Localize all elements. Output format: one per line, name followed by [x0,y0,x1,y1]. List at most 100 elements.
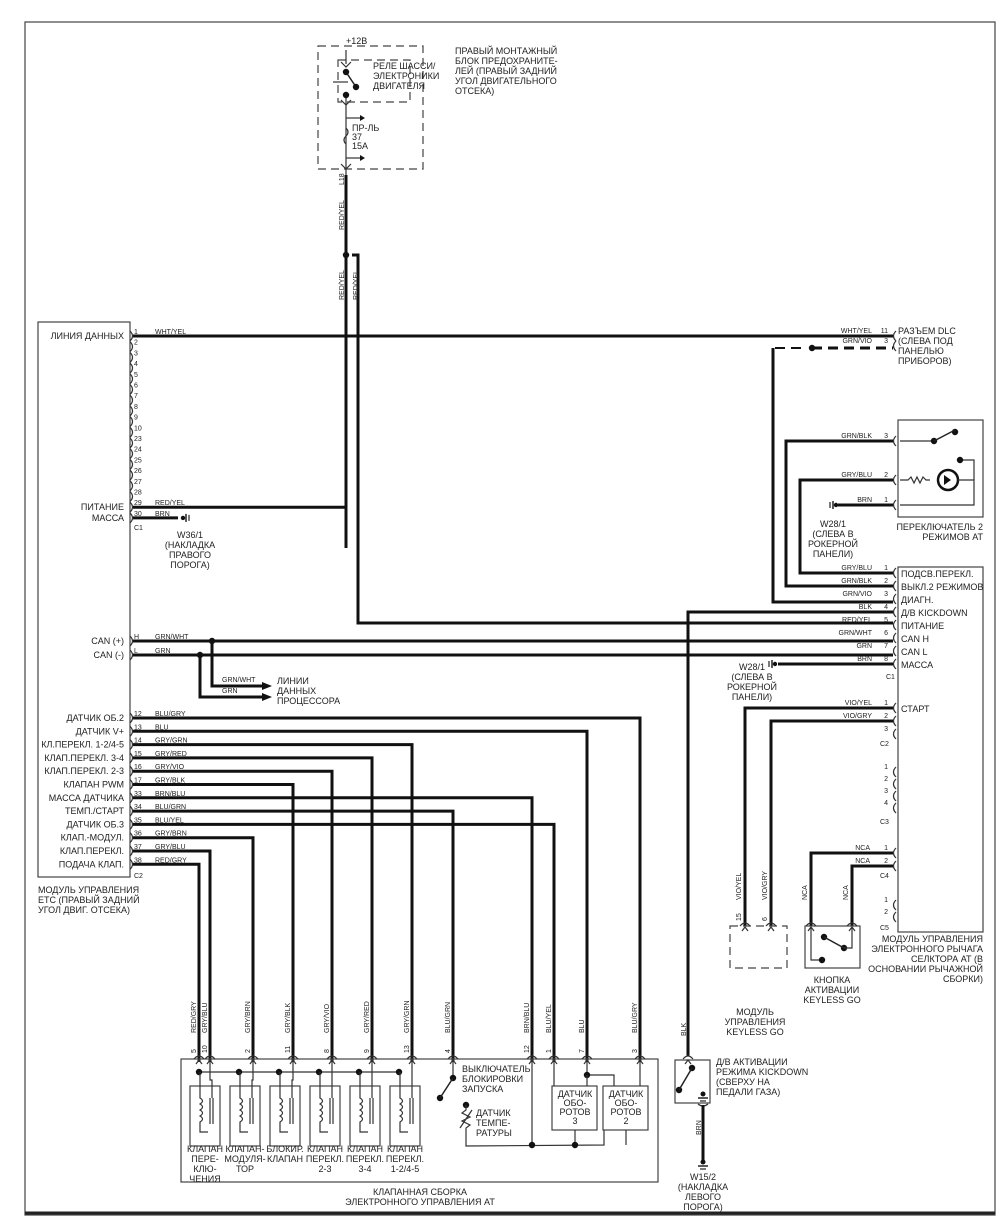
keyless-module-label: МОДУЛЬ [736,1007,774,1017]
ground-w36-label: ПРАВОГО [169,550,211,560]
etc-c2-pin-name: ТЕМП./СТАРТ [65,806,124,816]
dlc-pin-number: 3 [884,338,888,345]
valve-assembly-pin [328,1059,336,1065]
etc-c1-pin-number: 7 [134,393,138,400]
button-contact [818,956,826,964]
selector-c3-pin-number: 2 [884,776,888,783]
speed-sensor-3-label: ДАТЧИК [558,1089,593,1099]
kickdown-ground-icon [700,1091,706,1097]
kickdown-wire-color: BLK [681,1022,688,1036]
ground-w28-icon [833,502,839,508]
valve-label: ПЕРЕКЛ. [386,1154,424,1164]
keyless-button-pin [807,926,815,932]
keyless-button-switch-icon [823,936,845,949]
keyless-module-label: KEYLESS GO [726,1027,784,1037]
selector-c3-pin [892,766,897,778]
etc-can-pin [129,649,134,661]
fuse-block-label: ОТСЕКА) [455,86,494,96]
etc-c2-pin-number: 34 [134,804,142,811]
valve-assembly-pin [193,1055,205,1060]
etc-c1-pin [129,394,134,406]
valve-label: КЛАПАН [267,1154,303,1164]
kickdown-switch-label: (СВЕРХУ НА [716,1077,770,1087]
selector-c4-wire-color: NCA [855,845,870,852]
diag-wire [771,348,893,604]
valve-box [189,1085,221,1147]
ground-w36-label: (НАКЛАДКА [165,540,215,550]
speed-sensor-3-label: 3 [572,1116,577,1126]
start-switch-label: ВЫКЛЮЧАТЕЛЬ [462,1064,531,1074]
etc-c1-pin-name: ЛИНИЯ ДАННЫХ [51,331,124,341]
etc-c2-wire [133,769,334,1062]
valve-assembly-pin [366,1055,378,1060]
valve-label: ЧЕНИЯ [189,1174,220,1184]
keyless-pin-number: 15 [736,913,743,921]
grn-blk-wire [784,439,893,588]
fuse-block-label: ПРАВЫЙ МОНТАЖНЫЙ [455,45,557,56]
valve-label: КЛЮ- [193,1164,216,1174]
etc-c2-pin-number: 38 [134,857,142,864]
solenoid-coil-icon [358,1072,368,1133]
etc-c2-wire-color: GRY/VIO [155,764,185,771]
valve-assembly-label: КЛАПАННАЯ СБОРКА [373,1187,467,1197]
selector-c2-pin-number: 2 [884,713,888,720]
valve-bus-dot [195,1068,203,1076]
etc-c2-pin-number: 12 [134,711,142,718]
selector-c5-pin [892,899,897,911]
etc-c2-wire-color: GRY/BLK [155,778,186,785]
etc-c1-pin-number: 2 [134,340,138,347]
valve-pin-number: 13 [404,1045,411,1053]
mode-switch-pin-number: 3 [884,433,888,440]
etc-c1-pin-number: 3 [134,350,138,357]
valve-pin-number: 2 [245,1049,252,1053]
valve-pin-number: 11 [285,1046,292,1053]
selector-c1-pin-name: МАССА [901,660,933,670]
selector-c3-pin-number: 4 [884,800,888,807]
relay-label: ДВИГАТЕЛЯ [373,81,425,91]
valve-pin-number: 7 [579,1049,586,1053]
etc-c2-wire [133,716,642,1062]
processor-can-l-wire [198,655,262,699]
valve-assembly-pin [289,1059,297,1065]
etc-c1-label: C1 [134,525,143,532]
etc-c2-pin-name: КЛАПАН PWM [63,780,124,790]
valve-feed-line [209,1062,213,1098]
etc-can-pin-label: H [134,634,139,641]
valve-assembly-pin [368,1059,376,1065]
etc-c2-pin [129,832,134,844]
supply-label: +12В [346,36,367,46]
kickdown-switch-label: РЕЖИМА KICKDOWN [716,1067,808,1077]
selector-c2-pin [892,715,897,727]
ground-w28-label: (СЛЕВА В [812,529,853,539]
valve-bus-dot [235,1068,243,1076]
valve-assembly-pin [406,1055,418,1060]
fuse-icon [343,127,349,145]
start-switch-label: БЛОКИРОВКИ [462,1074,523,1084]
etc-c2-wire-color: GRY/BRN [155,831,187,838]
start-interlock-switch-icon [439,1077,454,1099]
valve-wire-color: GRY/BRN [245,1001,252,1033]
selector-c1-pin-number: 4 [884,604,888,611]
solenoid-coil-icon [238,1072,248,1133]
valve-label: ПЕРЕКЛ. [346,1154,384,1164]
vio-yel-wire [743,706,893,926]
valve-assembly-pin [634,1055,646,1060]
etc-c2-label: C2 [134,873,143,880]
selector-c4-pin-number: 2 [884,858,888,865]
keyless-pin-number: 6 [762,917,769,921]
fuse-out-pin: L18 [339,173,346,185]
etc-c2-pin-name: КЛАП.ПЕРЕКЛ. 3-4 [44,753,124,763]
etc-c1-pin [129,448,134,460]
keyless-module-pin [765,922,777,927]
selector-c1-pin [892,619,897,631]
kickdown-switch-outline [674,1059,711,1104]
processor-lines-label: ДАННЫХ [277,686,316,696]
selector-ground-label: W28/1 [739,662,765,672]
vio-gry-wire [769,719,893,926]
etc-c2-pin-name: КЛАП.ПЕРЕКЛ. 2-3 [44,766,124,776]
processor-lines-label: ПРОЦЕССОРА [277,696,340,706]
etc-c2-wire-color: BLU [155,724,169,731]
etc-c2-wire [133,729,589,1062]
etc-c2-pin-number: 17 [134,778,142,785]
